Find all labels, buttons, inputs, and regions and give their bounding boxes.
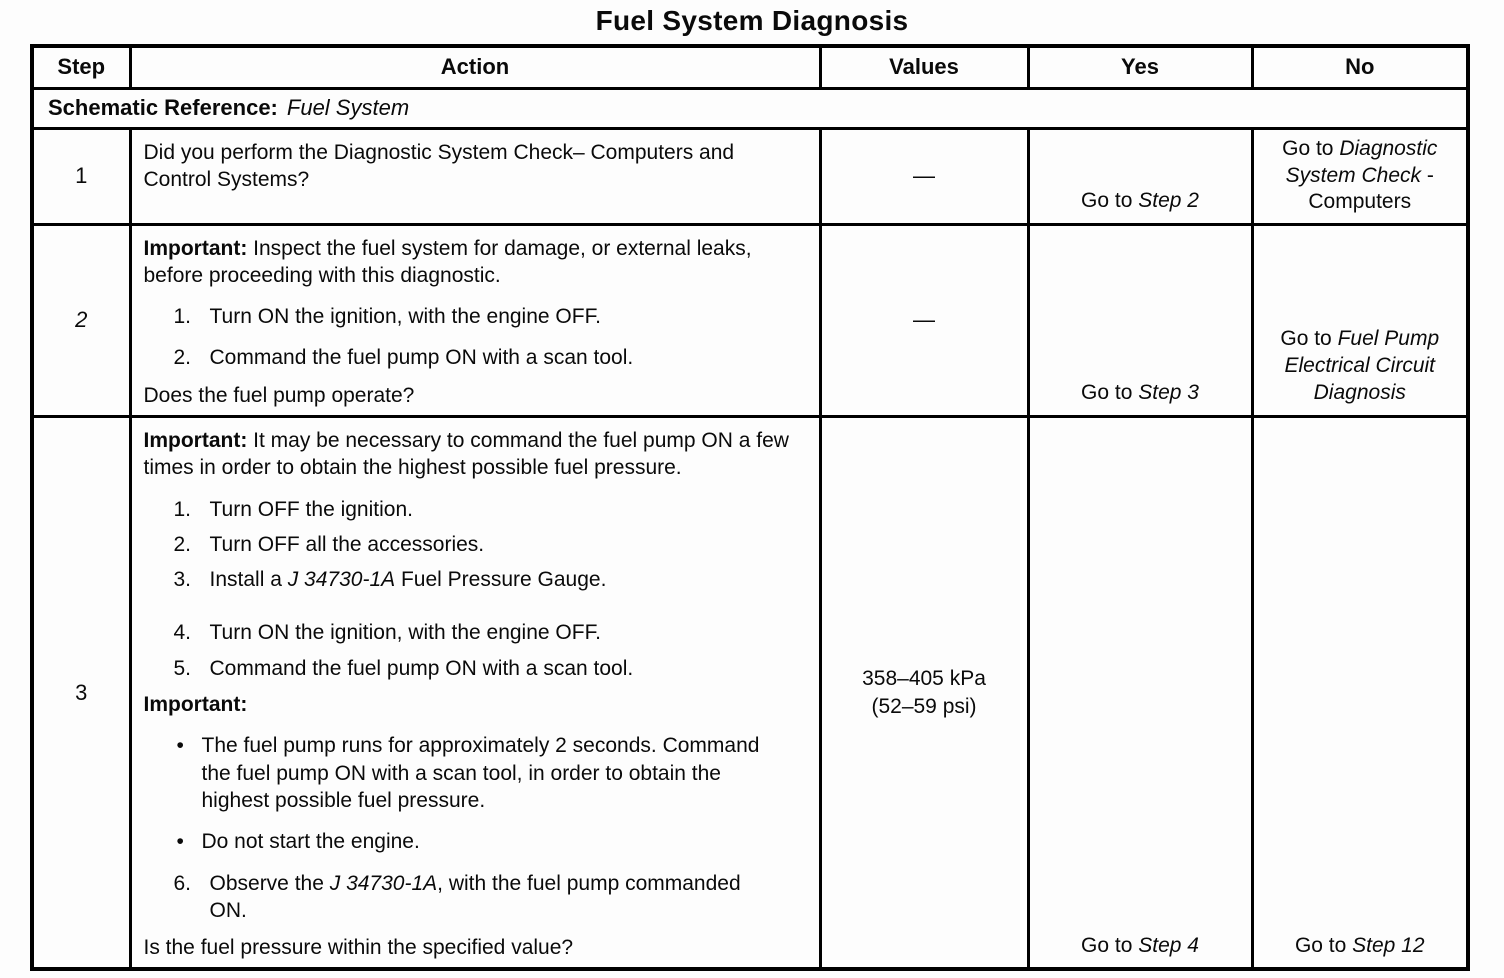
goto-prefix: Go to [1081,188,1139,212]
no-cell: Go to Diagnostic System Check - Computer… [1250,126,1470,226]
table-row-step-2: 2 Important: Inspect the fuel system for… [30,222,1470,418]
action-question: Does the fuel pump operate? [143,383,415,407]
goto-procedure-reference: Fuel Pump Electrical Circuit Diagnosis [1284,327,1440,405]
values-cell: — [818,126,1030,226]
list-text: Command the fuel pump ON with a scan too… [209,656,634,680]
action-cell: Important: It may be necessary to comman… [128,414,822,971]
list-number: 4. [173,621,192,645]
bullet-item: • Do not start the engine. [144,828,784,855]
action-question: Did you perform the Diagnostic System Ch… [143,140,735,191]
column-header-no: No [1250,44,1470,90]
goto-prefix: Go to [1294,933,1353,957]
bullet-icon: • [176,734,184,758]
values-cell: — [818,222,1030,418]
goto-prefix: Go to [1282,136,1340,160]
table-row-step-1: 1 Did you perform the Diagnostic System … [30,126,1470,226]
list-text: Command the fuel pump ON with a scan too… [209,346,634,370]
list-text: Turn ON the ignition, with the engine OF… [209,305,601,329]
column-header-yes: Yes [1026,44,1254,90]
goto-prefix: Go to [1081,381,1139,405]
step-number-cell: 1 [30,126,132,226]
bullet-text: Do not start the engine. [201,830,420,854]
important-note: Important: It may be necessary to comman… [144,427,792,482]
values-cell: 358–405 kPa (52–59 psi) [818,414,1030,971]
list-number: 3. [173,568,192,592]
list-number: 5. [173,656,192,680]
step-number-cell: 3 [30,414,132,971]
important-label: Important: [143,236,248,260]
goto-procedure-reference: Diagnostic System Check [1285,136,1438,187]
action-question: Is the fuel pressure within the specifie… [143,936,574,960]
numbered-step: 5. Command the fuel pump ON with a scan … [144,655,784,682]
goto-prefix: Go to [1280,327,1338,351]
numbered-step: 3. Install a J 34730-1A Fuel Pressure Ga… [144,566,784,593]
table-row-step-3: 3 Important: It may be necessary to comm… [30,414,1470,971]
yes-cell: Go to Step 2 [1026,126,1254,226]
important-label: Important: [143,693,248,717]
goto-step-reference: Step 12 [1352,933,1425,957]
list-number: 1. [173,305,192,329]
page-title: Fuel System Diagnosis [595,5,909,36]
header-row: Step Action Values Yes No [30,44,1470,90]
text-segment: Fuel Pressure Gauge. [395,568,607,592]
important-text: Inspect the fuel system for damage, or e… [143,236,752,287]
goto-prefix: Go to [1081,933,1139,957]
numbered-step: 2. Turn OFF all the accessories. [144,531,784,558]
numbered-step: 4. Turn ON the ignition, with the engine… [144,619,784,646]
goto-suffix: - Computers [1308,163,1434,214]
important-label: Important: [143,428,248,452]
bullet-text: The fuel pump runs for approximately 2 s… [201,734,760,812]
list-text: Turn ON the ignition, with the engine OF… [209,621,601,645]
schematic-reference-row: Schematic Reference: Fuel System [30,86,1470,130]
schematic-reference-cell: Schematic Reference: Fuel System [30,86,1470,130]
numbered-step: 6. Observe the J 34730-1A, with the fuel… [144,870,784,925]
text-segment: , with the fuel pump commanded ON. [209,871,741,922]
no-cell: Go to Fuel Pump Electrical Circuit Diagn… [1250,222,1470,418]
no-cell: Go to Step 12 [1250,414,1470,971]
list-text: Install a J 34730-1A Fuel Pressure Gauge… [210,566,784,593]
bullet-icon: • [176,830,184,854]
action-cell: Did you perform the Diagnostic System Ch… [128,126,822,226]
important-note: Important: Inspect the fuel system for d… [144,235,792,290]
list-number: 2. [173,532,192,556]
numbered-step: 1. Turn OFF the ignition. [144,496,784,523]
text-segment: Observe the [209,871,330,895]
column-header-values: Values [818,44,1030,90]
numbered-step: 1. Turn ON the ignition, with the engine… [144,303,784,330]
tool-number: J 34730-1A [329,871,438,895]
numbered-step: 2. Command the fuel pump ON with a scan … [144,344,784,371]
column-header-action: Action [128,44,822,90]
list-text: Observe the J 34730-1A, with the fuel pu… [210,870,784,925]
fuel-system-diagnosis-table: Step Action Values Yes No Schematic Refe… [30,44,1470,972]
schematic-reference-label: Schematic Reference: [48,95,278,120]
goto-step-reference: Step 3 [1138,381,1199,405]
list-text: Turn OFF the ignition. [209,497,413,521]
list-number: 2. [173,346,192,370]
bullet-item: • The fuel pump runs for approximately 2… [144,732,784,814]
tool-number: J 34730-1A [287,568,396,592]
list-number: 1. [173,497,192,521]
list-number: 6. [173,871,192,895]
value-psi: (52–59 psi) [871,694,977,718]
action-cell: Important: Inspect the fuel system for d… [128,222,822,418]
column-header-step: Step [30,44,132,90]
step-number-cell: 2 [30,222,132,418]
goto-step-reference: Step 4 [1138,933,1199,957]
important-text: It may be necessary to command the fuel … [143,428,789,480]
yes-cell: Go to Step 3 [1026,222,1254,418]
yes-cell: Go to Step 4 [1026,414,1254,971]
text-segment: Install a [209,568,288,592]
goto-step-reference: Step 2 [1138,188,1199,212]
schematic-reference-value: Fuel System [286,95,410,120]
list-text: Turn OFF all the accessories. [209,532,485,556]
value-kpa: 358–405 kPa [862,667,986,691]
